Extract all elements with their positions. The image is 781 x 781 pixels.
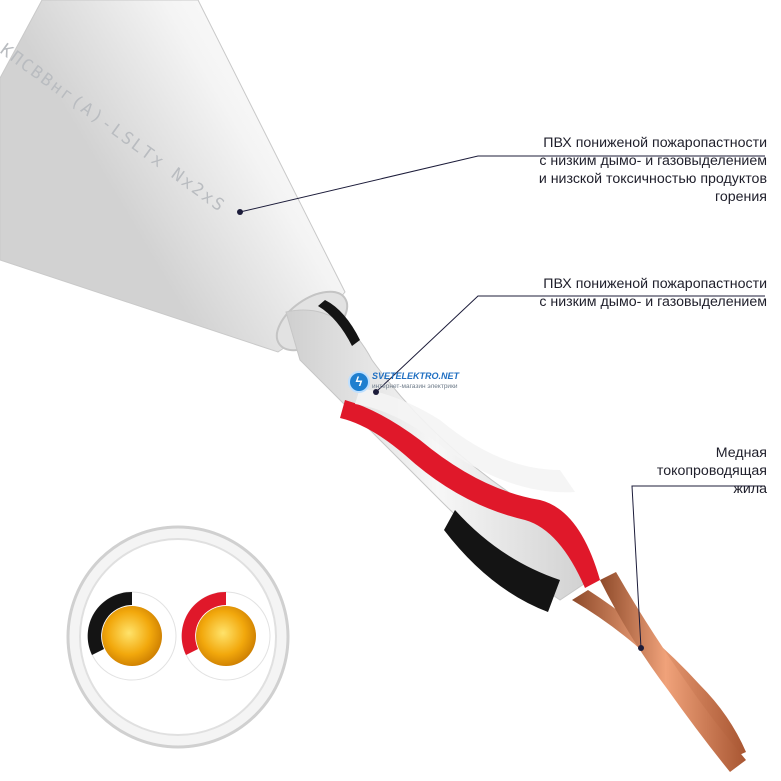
core-black-insulation	[318, 300, 560, 612]
cross-section-red-ring	[181, 591, 226, 655]
pointer-conductor	[631, 485, 765, 649]
watermark-name: SVETELEKTRO.NET	[372, 371, 460, 381]
label-inner-insulation: ПВХ пониженой пожаропастности с низким д…	[539, 275, 767, 311]
copper-conductor-2	[600, 572, 746, 772]
cross-section-conductor-gold-2	[196, 606, 256, 666]
label-line: ПВХ пониженой пожаропастности	[543, 135, 767, 151]
cross-section-conductor-gold-1	[102, 606, 162, 666]
label-line: жила	[733, 481, 767, 497]
label-line: с низким дымо- и газовыделением	[539, 153, 767, 169]
cross-section-sheath-inner	[79, 538, 277, 736]
pointer-dot-inner	[373, 389, 379, 395]
label-line: горения	[715, 189, 767, 205]
label-conductor: Медная токопроводящая жила	[657, 444, 767, 498]
label-line: токопроводящая	[656, 463, 767, 479]
core-red-insulation	[340, 400, 600, 588]
pointer-dot-conductor	[638, 645, 644, 651]
lightning-logo-icon	[348, 371, 370, 393]
label-outer-sheath: ПВХ пониженой пожаропастности с низким д…	[539, 134, 767, 206]
watermark-subtitle: интернет-магазин электрики	[372, 383, 458, 390]
core-white-stripe	[355, 388, 575, 493]
label-line: и низской токсичностью продуктов	[538, 171, 767, 187]
label-line: Медная	[715, 445, 767, 461]
pointer-inner-insulation	[375, 295, 765, 393]
label-line: с низким дымо- и газовыделением	[539, 294, 767, 310]
pointer-outer-sheath	[239, 155, 765, 213]
cross-section-black-ring	[87, 591, 132, 655]
pointer-dot-outer	[237, 209, 243, 215]
label-line: ПВХ пониженой пожаропастности	[543, 276, 767, 292]
